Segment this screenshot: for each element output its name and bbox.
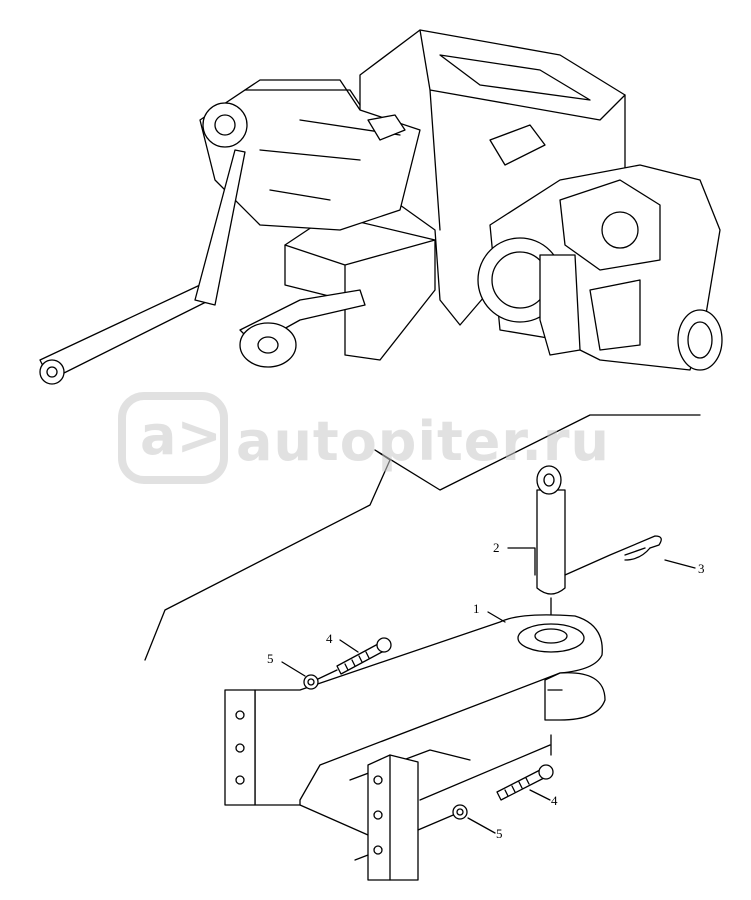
tractor-rear-assembly xyxy=(39,29,723,385)
leader-line xyxy=(144,414,701,661)
callout-2: 2 xyxy=(493,540,500,555)
cotter-pin xyxy=(564,535,662,576)
callout-4-upper: 4 xyxy=(326,631,333,646)
drawbar-bracket xyxy=(224,614,606,881)
callout-5-lower: 5 xyxy=(496,826,503,841)
callout-5-upper: 5 xyxy=(267,651,274,666)
nut-upper xyxy=(303,669,338,690)
callout-3: 3 xyxy=(698,561,705,576)
watermark-logo: a> xyxy=(118,392,228,484)
bolt-lower xyxy=(496,764,554,801)
callout-4-lower: 4 xyxy=(551,793,558,808)
callout-1: 1 xyxy=(473,601,480,616)
pin xyxy=(536,465,566,646)
bolt-upper xyxy=(336,637,392,675)
watermark-logo-text: a> xyxy=(140,404,222,467)
nut-lower xyxy=(452,804,468,820)
watermark-text: autopiter.ru xyxy=(236,410,610,473)
